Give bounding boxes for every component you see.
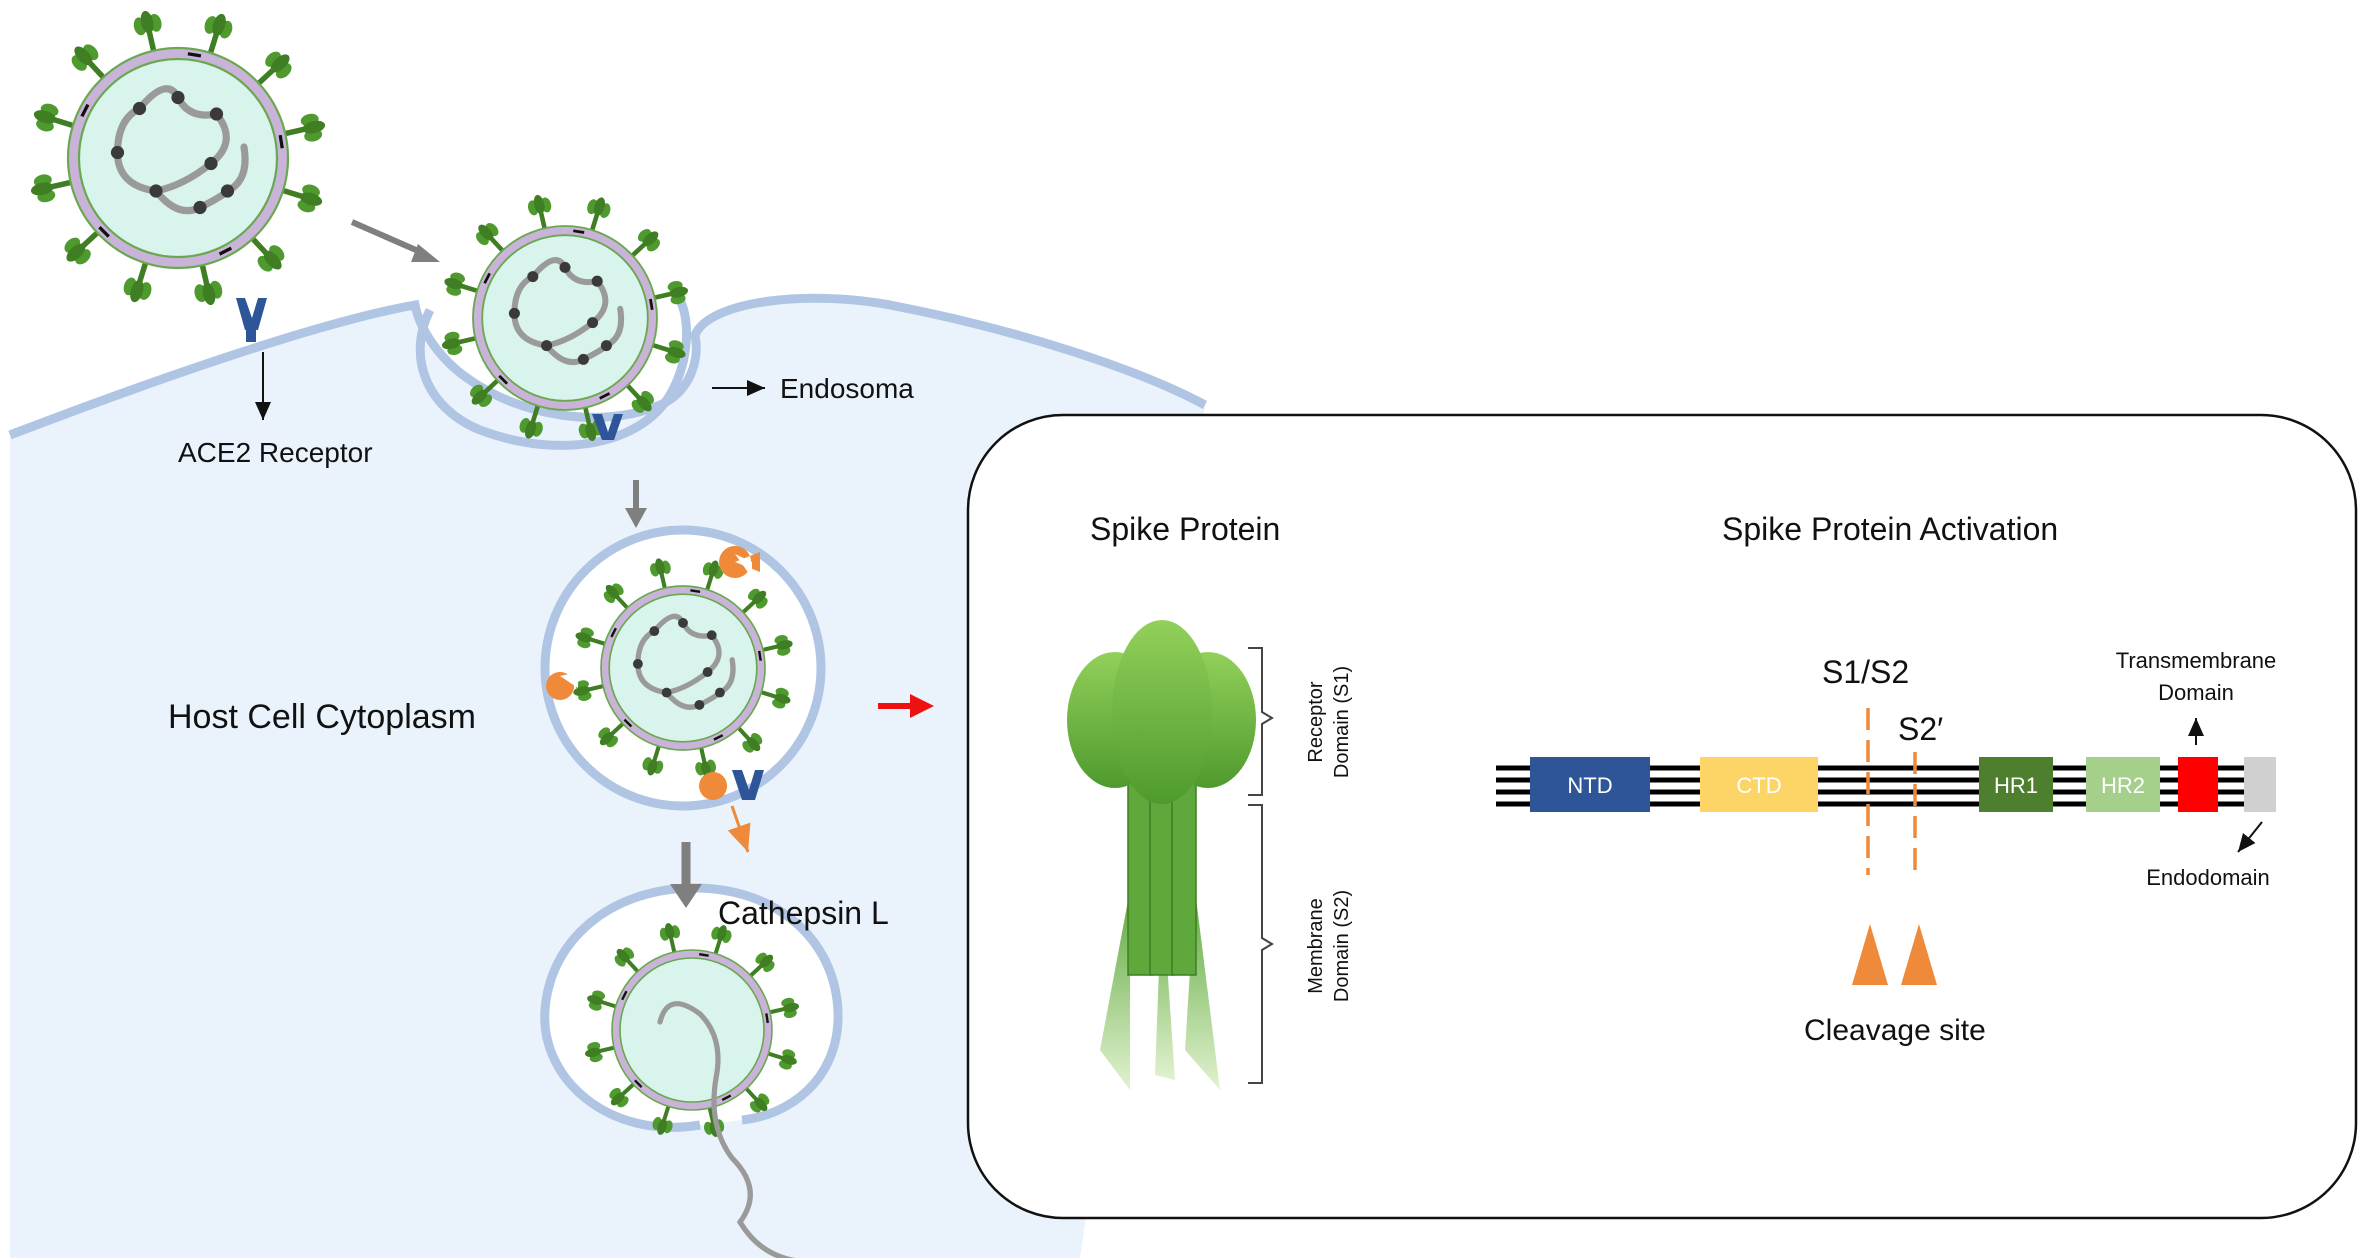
endodomain-label: Endodomain — [2146, 865, 2270, 890]
spike-icon — [772, 687, 791, 709]
s1s2-label: S1/S2 — [1822, 654, 1909, 690]
spike-icon — [575, 627, 594, 649]
spike-icon — [297, 184, 323, 213]
red-arrow-icon — [878, 694, 934, 718]
spike-protein-illustration — [1067, 620, 1256, 1090]
domain-label: CTD — [1736, 773, 1781, 798]
virus-particle — [441, 194, 689, 442]
domain-label: NTD — [1567, 773, 1612, 798]
spike-icon — [781, 997, 799, 1019]
domain-box — [1530, 757, 1650, 812]
spike-icon — [123, 277, 152, 303]
spike-icon — [470, 384, 493, 407]
receptor-in-vesicle-icon — [592, 414, 764, 800]
spike-icon — [133, 10, 162, 36]
spike-icon — [652, 1116, 673, 1135]
receptor-domain-label-2: Domain (S1) — [1331, 666, 1353, 778]
membrane-bracket — [1248, 804, 1274, 1084]
spike-icon — [587, 990, 606, 1011]
spike-icon — [441, 331, 463, 356]
spike-icon — [527, 194, 552, 216]
spike-icon — [614, 947, 635, 967]
cleavage-site-label: Cleavage site — [1804, 1014, 1986, 1047]
ace2-label: ACE2 Receptor — [178, 437, 373, 468]
spike-icon — [778, 1049, 797, 1070]
spike-icon — [64, 237, 91, 265]
spike-icon — [637, 229, 660, 252]
spike-icon — [476, 223, 499, 246]
spike-icon — [742, 733, 763, 753]
spike-icon — [519, 417, 543, 439]
virus-particle — [573, 558, 793, 778]
spike-icon — [609, 1087, 629, 1108]
spike-icon — [603, 583, 624, 603]
spike-icon — [642, 757, 664, 776]
domain-label: HR1 — [1994, 773, 2038, 798]
domain-box — [2244, 757, 2276, 812]
membrane-domain-label-2: Domain (S2) — [1331, 890, 1353, 1002]
endosoma-label: Endosoma — [780, 373, 914, 404]
cytoplasm-label: Host Cell Cytoplasm — [168, 698, 476, 736]
receptor-domain-label-1: Receptor — [1305, 681, 1327, 762]
spike-icon — [749, 1093, 770, 1113]
domain-label: HR2 — [2101, 773, 2145, 798]
endodomain-pointer — [2237, 821, 2263, 853]
domain-box — [1979, 757, 2053, 812]
virus-group — [30, 10, 689, 442]
spike-icon — [748, 588, 768, 609]
cathepsin-arrow — [727, 805, 751, 853]
spike-icon — [257, 245, 285, 272]
spike-icon — [631, 390, 654, 413]
spike-icon — [33, 103, 59, 132]
spike-icon — [774, 635, 793, 656]
activation-title: Spike Protein Activation — [1722, 511, 2058, 547]
activation-panel — [966, 413, 2358, 1220]
spike-icon — [30, 174, 56, 203]
virus-particle — [585, 923, 799, 1258]
virus-group-inner — [573, 558, 799, 1258]
spike-icon — [711, 925, 732, 944]
spike-icon — [71, 44, 99, 71]
spike-icon — [650, 558, 671, 577]
spike-protein-title: Spike Protein — [1090, 511, 1280, 547]
domain-box — [2086, 757, 2160, 812]
spike-icon — [598, 727, 618, 748]
virus-particle — [30, 10, 326, 306]
domain-box — [1700, 757, 1818, 812]
cleavage-triangle-icon — [1901, 924, 1937, 985]
cleavage-triangle-icon — [1852, 924, 1888, 985]
spike-icon — [444, 272, 466, 296]
domain-box — [2178, 757, 2218, 812]
spike-icon — [300, 113, 326, 142]
ace2-receptor-icon — [236, 298, 267, 342]
spike-icon — [204, 13, 233, 39]
transmembrane-label-2: Domain — [2158, 680, 2234, 705]
membrane-domain-label-1: Membrane — [1305, 898, 1327, 994]
spike-icon — [194, 280, 223, 306]
transmembrane-label-1: Transmembrane — [2116, 648, 2277, 673]
s2prime-label: S2′ — [1898, 711, 1943, 747]
cathepsin-cut-icon — [560, 554, 752, 688]
spike-icon — [755, 952, 775, 973]
spike-icon — [664, 340, 686, 364]
spike-icon — [265, 51, 292, 79]
spike-icon — [659, 923, 681, 941]
domain-boxes: NTD CTD HR1 HR2 — [1530, 757, 2276, 812]
spike-icon — [585, 1041, 603, 1063]
receptor-bracket — [1248, 647, 1274, 796]
spike-icon — [587, 197, 611, 219]
spike-icon — [667, 280, 689, 305]
spike-icon — [573, 680, 592, 701]
cathepsin-label: Cathepsin L — [718, 895, 889, 931]
